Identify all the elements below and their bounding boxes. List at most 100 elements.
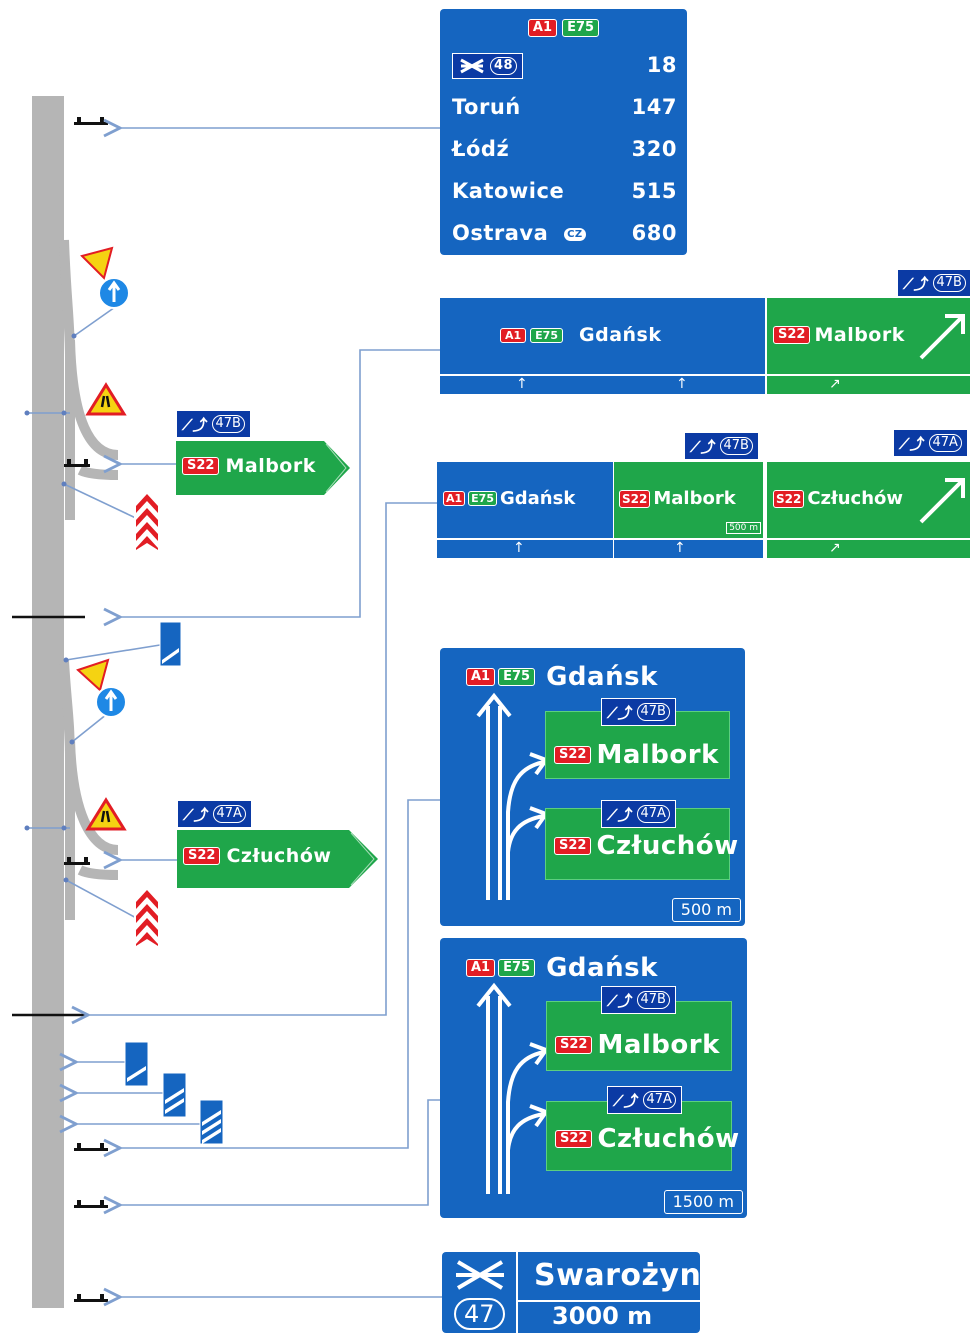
distance-row: Ostrava CZ 680 bbox=[452, 221, 677, 245]
exit-tag-number: 47B bbox=[719, 437, 753, 455]
lane-arrows: ↑ bbox=[437, 538, 613, 558]
chevron-board-icon bbox=[134, 890, 160, 946]
leader-lines bbox=[64, 128, 470, 1297]
exit-ramp-icon: ⟋⤴ bbox=[607, 991, 633, 1010]
distance-sign: A1 E75 48 18 Toruń 147 Łódź 320 Katowice… bbox=[440, 9, 687, 255]
distance-plate: 500 m bbox=[671, 898, 741, 922]
chevron-board-icon bbox=[134, 494, 160, 550]
route-badge-e75: E75 bbox=[562, 18, 600, 37]
route-badge-s22: S22 bbox=[619, 489, 651, 508]
merge-warning-icon bbox=[85, 382, 127, 416]
lane-diagram-icon bbox=[476, 982, 550, 1194]
lane-arrows: ↗ bbox=[767, 538, 970, 558]
exit-ramp-47b bbox=[59, 239, 119, 520]
advance-panel-exit-b: S22 Malbork bbox=[546, 1001, 732, 1071]
route-badge-e75: E75 bbox=[498, 959, 536, 977]
merge-warning-icon bbox=[85, 797, 127, 831]
route-badge-s22: S22 bbox=[773, 489, 805, 508]
route-badge-s22: S22 bbox=[554, 837, 592, 855]
gantry-sign-2-main: A1 E75 Gdańsk ↑ bbox=[437, 462, 613, 558]
route-badge-e75: E75 bbox=[468, 491, 497, 506]
exit-destination: Malbork bbox=[597, 1030, 720, 1060]
junction-sign: 47 Swarożyn 3000 m bbox=[442, 1252, 702, 1333]
exit-tag-number: 47B bbox=[636, 991, 670, 1009]
place: Ostrava bbox=[452, 221, 549, 245]
direction-sign-czluchow bbox=[177, 830, 378, 888]
junction-name: Swarożyn bbox=[534, 1258, 702, 1293]
route-badge-s22: S22 bbox=[182, 457, 220, 475]
yield-triangle-icon bbox=[76, 658, 110, 692]
lane-diagonal-arrow-icon: ↗ bbox=[829, 540, 841, 556]
exit-tag-number: 47A bbox=[636, 805, 670, 823]
route-badge-e75: E75 bbox=[498, 668, 536, 686]
advance-sign-1500: A1 E75 Gdańsk S22 Malbork ⟋⤴ 47B S22 Czł… bbox=[440, 938, 747, 1218]
km: 515 bbox=[631, 179, 677, 203]
advance-panel-exit-a: S22 Człuchów bbox=[545, 808, 738, 880]
exit-destination: Człuchów bbox=[807, 488, 904, 509]
exit-ramp-icon: ⟋⤴ bbox=[690, 437, 716, 456]
keep-straight-sign-icon bbox=[98, 277, 130, 309]
direction-sign-malbork bbox=[176, 441, 350, 495]
lane-diagonal-arrow-icon: ↗ bbox=[829, 376, 841, 392]
route-badge-s22: S22 bbox=[183, 847, 221, 865]
exit-km: 18 bbox=[646, 53, 677, 77]
interchange-icon bbox=[460, 58, 484, 74]
exit-tag-number: 47A bbox=[642, 1091, 676, 1109]
exit-tag-47b: ⟋⤴ 47B bbox=[601, 698, 676, 726]
countdown-board-icon bbox=[159, 621, 182, 667]
km: 147 bbox=[631, 95, 677, 119]
exit-tag-number: 47A bbox=[212, 805, 246, 823]
lane-arrows: ↗ bbox=[767, 374, 970, 394]
lane-arrows: ↑ bbox=[614, 538, 763, 558]
countdown-board-icon bbox=[124, 1041, 149, 1087]
distance-row: Toruń 147 bbox=[452, 95, 677, 119]
direction-sign-malbork-text: S22 Malbork bbox=[182, 455, 316, 477]
gantry-sign-1-exit: S22 Malbork ↗ bbox=[767, 298, 970, 394]
distance-plate: 1500 m bbox=[663, 1190, 743, 1214]
main-destination: Gdańsk bbox=[500, 488, 576, 509]
route-badge-a1: A1 bbox=[466, 959, 496, 977]
exit-arrow-icon bbox=[919, 478, 965, 524]
lane-up-arrow-icon: ↑ bbox=[513, 540, 525, 556]
route-badge-s22: S22 bbox=[773, 326, 811, 344]
main-destination: Gdańsk bbox=[546, 953, 658, 983]
exit-ramp-47a bbox=[59, 659, 119, 920]
advance-panel-exit-a: S22 Człuchów bbox=[546, 1101, 739, 1171]
exit-tag-number: 47B bbox=[932, 274, 966, 292]
exit-ramp-icon: ⟋⤴ bbox=[613, 1091, 639, 1110]
exit-ramp-icon: ⟋⤴ bbox=[183, 805, 209, 824]
junction-number: 47 bbox=[454, 1298, 505, 1330]
distance-row-exit: 48 18 bbox=[452, 53, 677, 79]
route-badge-s22: S22 bbox=[554, 746, 592, 764]
exit-destination: Malbork bbox=[596, 740, 719, 770]
km: 680 bbox=[631, 221, 677, 245]
exit-destination: Malbork bbox=[225, 455, 316, 477]
exit-number: 48 bbox=[490, 57, 518, 75]
route-badge-a1: A1 bbox=[500, 327, 527, 343]
place: Toruń bbox=[452, 95, 521, 119]
exit-tag-47b: ⟋⤴ 47B bbox=[897, 269, 970, 297]
interchange-icon bbox=[456, 1260, 504, 1290]
main-destination: Gdańsk bbox=[579, 324, 662, 346]
route-badge-a1: A1 bbox=[527, 18, 558, 37]
countdown-board-icon bbox=[199, 1099, 224, 1145]
advance-sign-500: A1 E75 Gdańsk S22 Malbork ⟋⤴ 47B S22 Czł… bbox=[440, 648, 745, 926]
junction-distance: 3000 m bbox=[552, 1302, 653, 1330]
exit-arrow-icon bbox=[919, 314, 965, 360]
route-badge-s22: S22 bbox=[555, 1130, 593, 1148]
exit-tag-number: 47A bbox=[928, 434, 962, 452]
exit-tag-47b: ⟋⤴ 47B bbox=[601, 986, 676, 1014]
exit-tag-47b: ⟋⤴ 47B bbox=[684, 432, 759, 460]
km: 320 bbox=[631, 137, 677, 161]
main-carriageway bbox=[32, 96, 64, 1308]
main-destination: Gdańsk bbox=[546, 662, 658, 692]
exit-tag-47b: ⟋⤴ 47B bbox=[176, 410, 251, 438]
exit-destination: Malbork bbox=[814, 324, 905, 346]
country-oval: CZ bbox=[564, 227, 586, 241]
exit-destination: Człuchów bbox=[226, 845, 332, 867]
exit-destination: Malbork bbox=[653, 488, 736, 509]
yield-triangle-icon bbox=[80, 246, 114, 280]
place: Katowice bbox=[452, 179, 565, 203]
exit-box: 48 bbox=[452, 53, 524, 79]
